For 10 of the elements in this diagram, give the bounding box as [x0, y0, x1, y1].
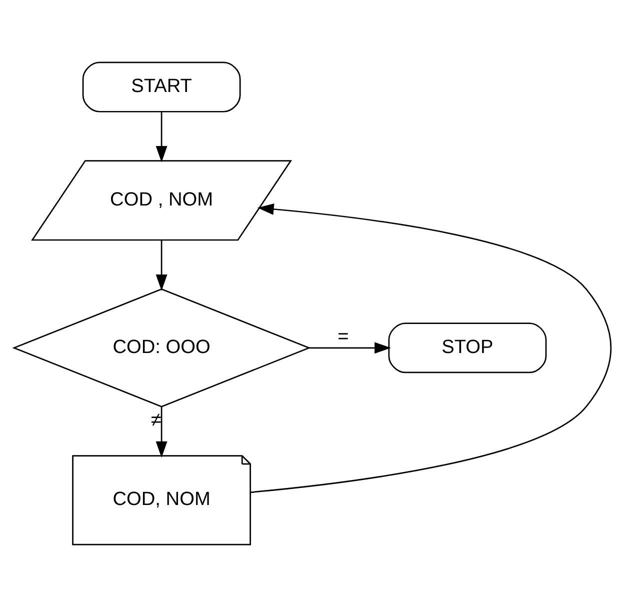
arrow	[250, 202, 612, 492]
arrow	[309, 342, 391, 354]
node-box: START	[82, 61, 241, 112]
arrow	[156, 111, 168, 162]
node-diamond: COD: OOO	[12, 288, 311, 407]
node-box: STOP	[388, 322, 547, 373]
arrow	[156, 240, 168, 290]
edge-label: ≠	[150, 409, 162, 430]
arrow	[156, 406, 168, 458]
edge-label: =	[338, 326, 349, 348]
